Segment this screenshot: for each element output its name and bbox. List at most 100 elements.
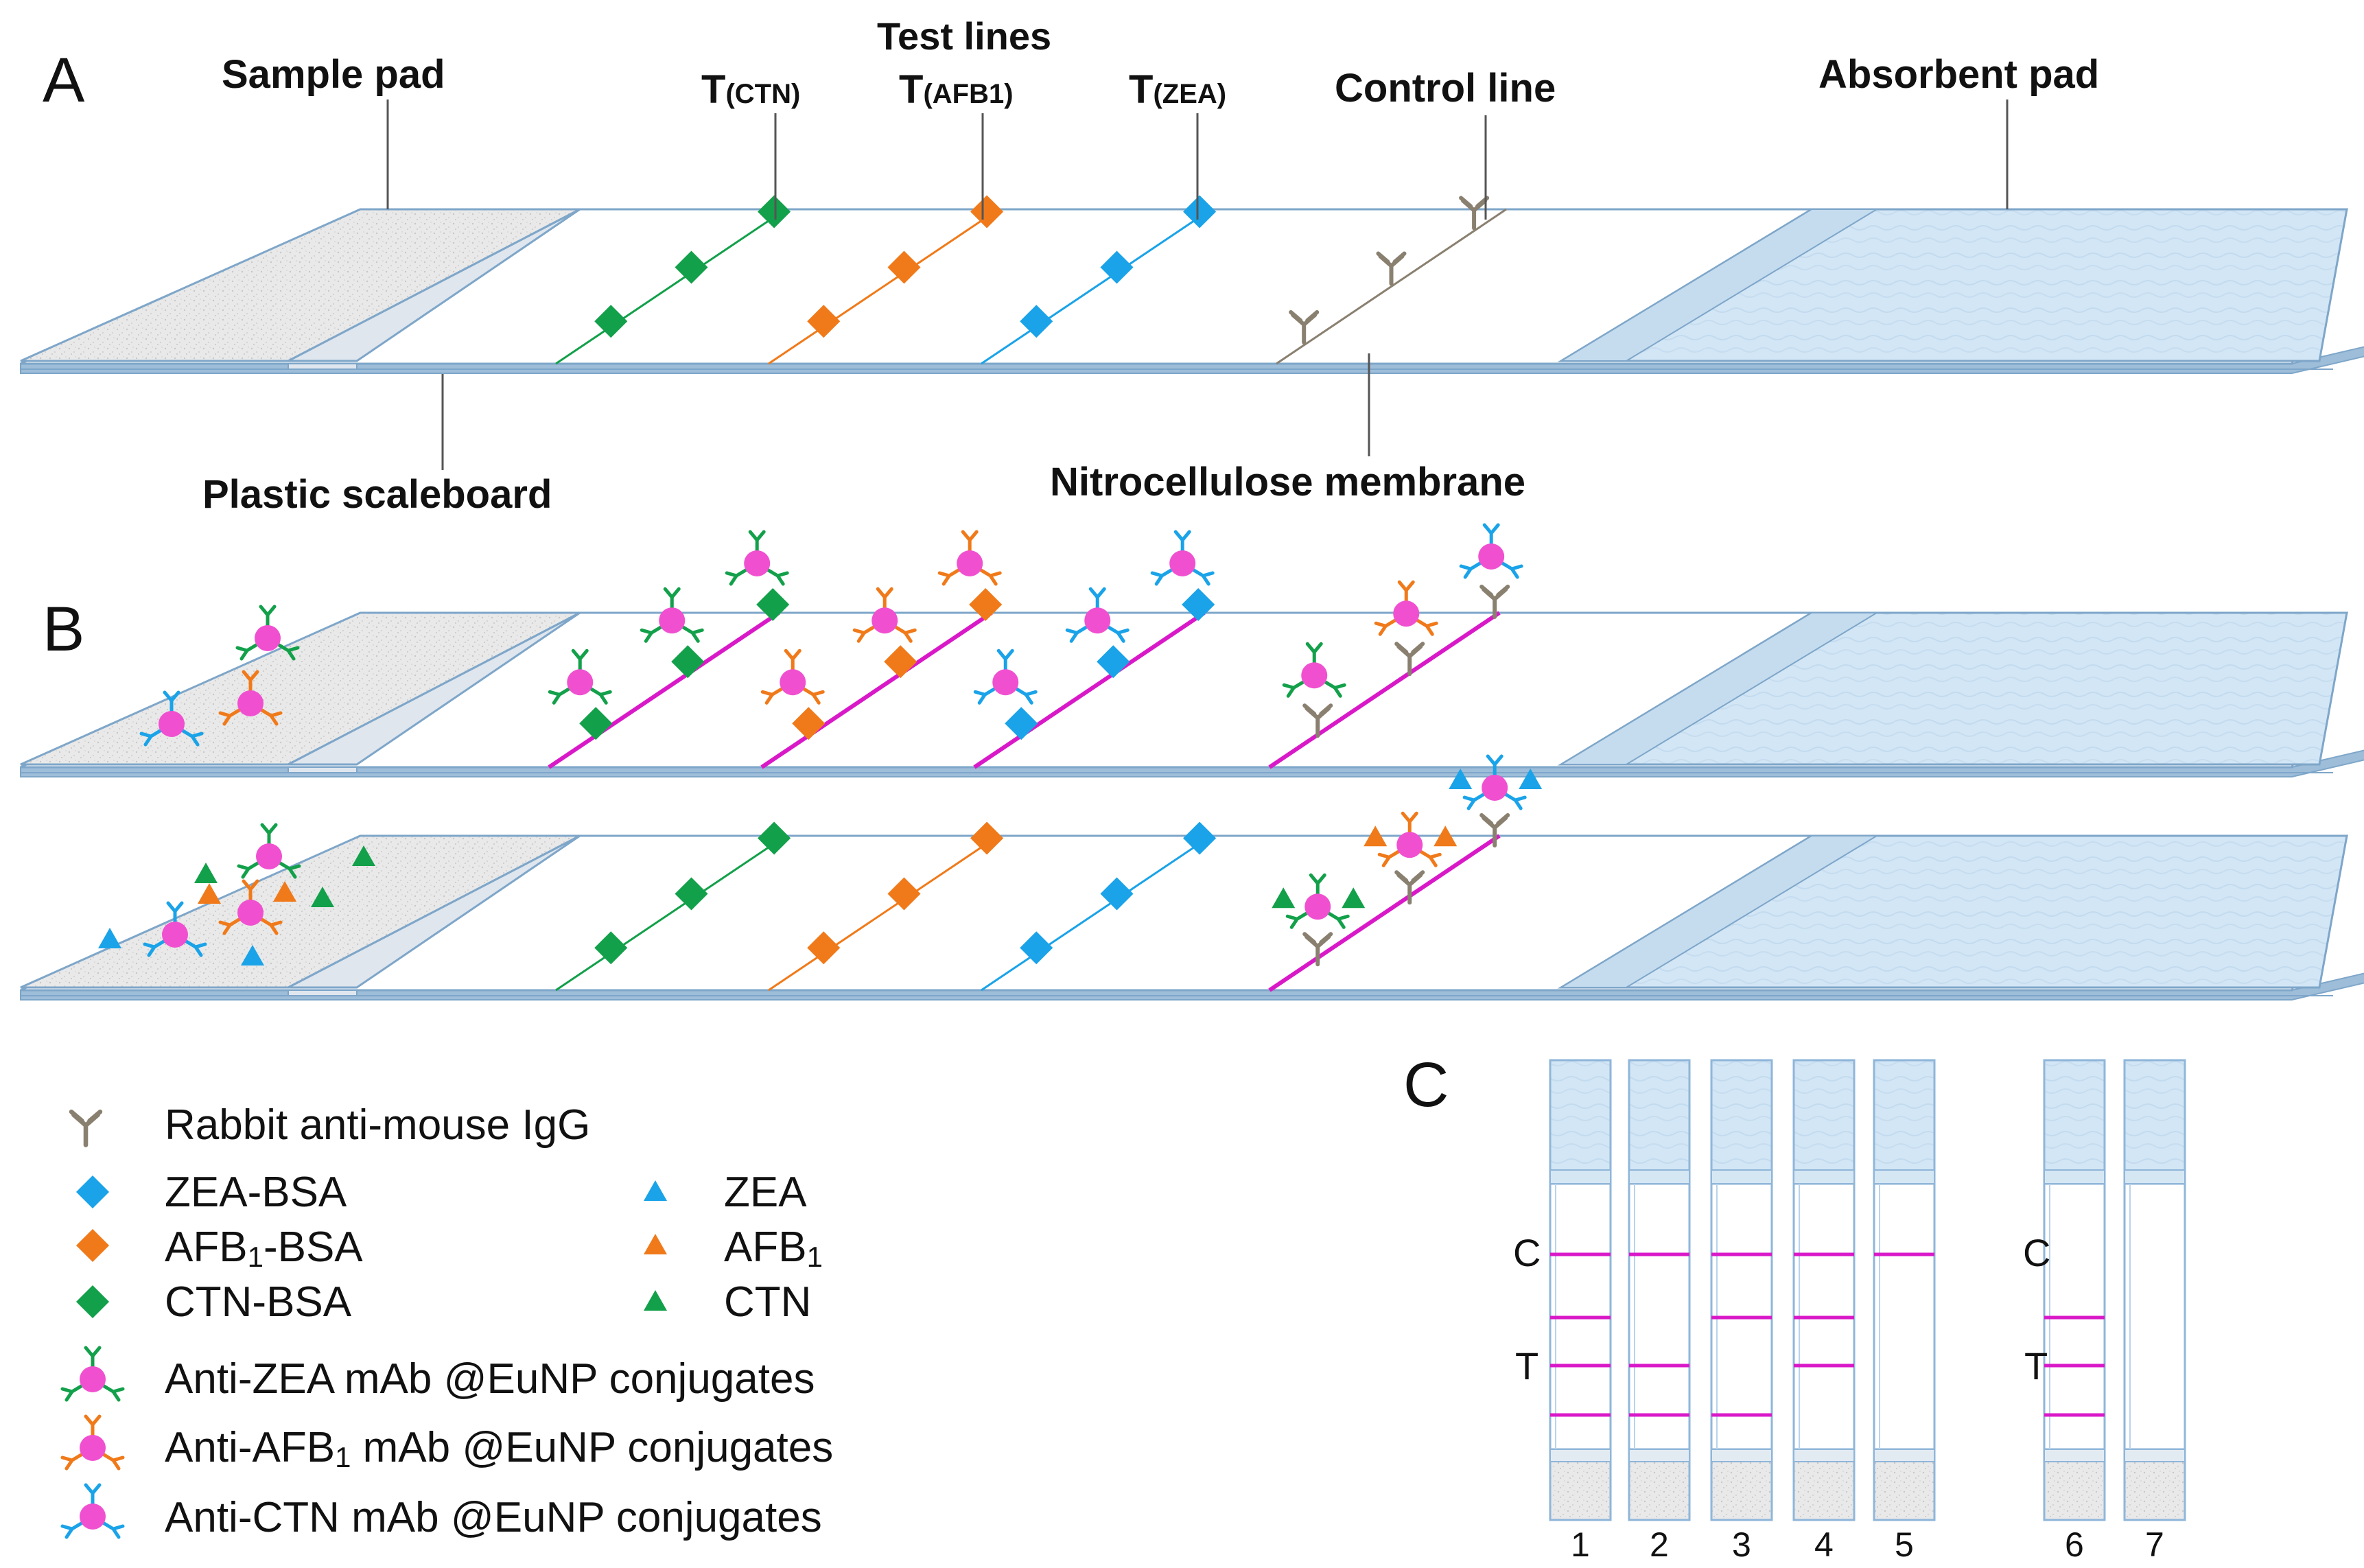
antibody-icon <box>1302 932 1333 967</box>
strip-sample-overlap <box>1873 1449 1935 1462</box>
eunp-conjugate <box>937 530 1002 586</box>
leader-lines <box>386 100 2009 470</box>
strip-absorbent-pad <box>1873 1059 1936 1185</box>
legend-anti-zea: Anti-ZEA mAb @EuNP conjugates <box>165 1355 815 1403</box>
legend-igg: Rabbit anti-mouse IgG <box>165 1101 590 1149</box>
t-afb1-label: T(AFB1) <box>899 67 1014 112</box>
eunp-conjugate <box>235 605 300 661</box>
test-strip-lane-6 <box>2043 1059 2106 1521</box>
bsa-conjugate-diamond <box>671 645 705 679</box>
toxin-triangle <box>194 863 218 883</box>
afb1-bsa-legend-icon <box>75 1228 110 1263</box>
conjugate-pad <box>288 834 581 989</box>
test-strip-lane-4 <box>1792 1059 1856 1521</box>
zea-legend-icon <box>644 1180 667 1201</box>
strip-sample-overlap <box>1628 1449 1690 1462</box>
toxin-triangle <box>1272 887 1296 909</box>
eunp-conjugate <box>1150 530 1215 586</box>
bsa-conjugate-diamond <box>594 305 628 338</box>
strip-pad-overlap <box>1628 1169 1690 1184</box>
strip-absorbent-pad <box>1628 1059 1691 1185</box>
panel-c-c-label: C <box>1513 1231 1541 1274</box>
strip-sample-overlap <box>1793 1449 1855 1462</box>
legend-afb1-bsa: AFB1-BSA <box>165 1224 363 1273</box>
toxin-triangle <box>273 881 296 902</box>
afb1-legend-icon <box>644 1234 667 1254</box>
igg-legend-icon <box>69 1109 103 1147</box>
eunp-conjugate <box>237 823 301 879</box>
test-strip-lane-5 <box>1873 1059 1936 1521</box>
eunp-conjugate <box>852 587 917 643</box>
eunp-conjugate <box>640 587 704 643</box>
eunp-conjugate <box>725 530 789 586</box>
eunp-conjugate <box>1285 873 1350 929</box>
eunp-conjugate <box>1462 754 1527 810</box>
strip-pad-overlap <box>2044 1169 2105 1184</box>
legend-afb1: AFB1 <box>724 1224 823 1273</box>
ctn-legend-icon <box>644 1290 667 1311</box>
antibody-icon <box>1394 642 1425 677</box>
strip-b-bottom <box>20 754 2364 1001</box>
eunp-conjugate <box>139 690 204 747</box>
panel-a-letter: A <box>43 45 85 115</box>
strip-sample-overlap <box>1549 1449 1611 1462</box>
toxin-triangle <box>241 945 264 966</box>
eunp-conjugate <box>760 648 825 705</box>
zea-bsa-legend-icon <box>75 1175 110 1209</box>
afb1-test-line <box>768 834 999 992</box>
antibody-icon <box>69 1109 103 1147</box>
lane-number: 5 <box>1895 1525 1914 1564</box>
ctn-test-line <box>555 208 786 365</box>
toxin-triangle <box>311 887 334 907</box>
antibody-icon <box>1459 196 1490 231</box>
strip-absorbent-pad <box>1549 1059 1612 1185</box>
control-line-positive <box>1268 611 1501 769</box>
nitrocellulose-label: Nitrocellulose membrane <box>1050 460 1525 504</box>
legend: Rabbit anti-mouse IgG ZEA-BSA AFB1-BSA C… <box>60 1101 833 1541</box>
toxin-triangle <box>1342 887 1366 909</box>
panel-c-t-label-right: T <box>2024 1344 2048 1388</box>
test-strip-lane-2 <box>1628 1059 1691 1521</box>
afb1-line-positive <box>760 611 993 769</box>
eunp-conjugate <box>548 648 612 705</box>
panel-b-letter: B <box>43 594 84 664</box>
conjugate-pad-edge <box>288 363 358 370</box>
afb1-test-line <box>768 208 999 365</box>
legend-ctn: CTN <box>724 1278 811 1326</box>
test-strip-lane-3 <box>1710 1059 1773 1521</box>
lane-number: 6 <box>2065 1525 2084 1564</box>
ctn-bsa-legend-icon <box>75 1285 110 1319</box>
control-line <box>1276 208 1507 365</box>
test-strip-lane-7 <box>2123 1059 2186 1521</box>
anti-afb1-conjugate-icon <box>60 1414 125 1471</box>
strip-pad-overlap <box>1873 1169 1935 1184</box>
legend-anti-ctn: Anti-CTN mAb @EuNP conjugates <box>165 1494 822 1541</box>
antibody-icon <box>1302 703 1333 738</box>
lane-number: 2 <box>1650 1525 1669 1564</box>
t-zea-label: T(ZEA) <box>1129 67 1226 112</box>
legend-anti-afb1: Anti-AFB1 mAb @EuNP conjugates <box>165 1424 833 1473</box>
eunp-conjugate <box>1282 642 1346 698</box>
eunp-conjugate <box>1065 587 1130 643</box>
conjugate-pad-edge <box>288 767 358 773</box>
test-strip-lane-1 <box>1549 1059 1612 1521</box>
panel-c-t-label: T <box>1515 1344 1538 1388</box>
zea-test-line <box>981 834 1212 992</box>
zea-test-line <box>981 208 1212 365</box>
anti-ctn-conjugate-icon <box>60 1483 125 1539</box>
lane-number: 7 <box>2145 1525 2164 1564</box>
lane-number: 3 <box>1732 1525 1751 1564</box>
antibody-icon <box>1289 310 1320 344</box>
strip-absorbent-pad <box>1792 1059 1856 1185</box>
eunp-conjugate <box>1374 580 1438 636</box>
eunp-conjugate <box>1377 811 1442 867</box>
control-line-label: Control line <box>1335 66 1556 110</box>
antibody-icon <box>1479 585 1510 619</box>
legend-zea: ZEA <box>724 1169 807 1216</box>
control-line-positive <box>1268 834 1501 992</box>
toxin-triangle <box>352 845 375 866</box>
strip-sample-overlap <box>2124 1449 2186 1462</box>
eunp-conjugate <box>973 648 1038 705</box>
